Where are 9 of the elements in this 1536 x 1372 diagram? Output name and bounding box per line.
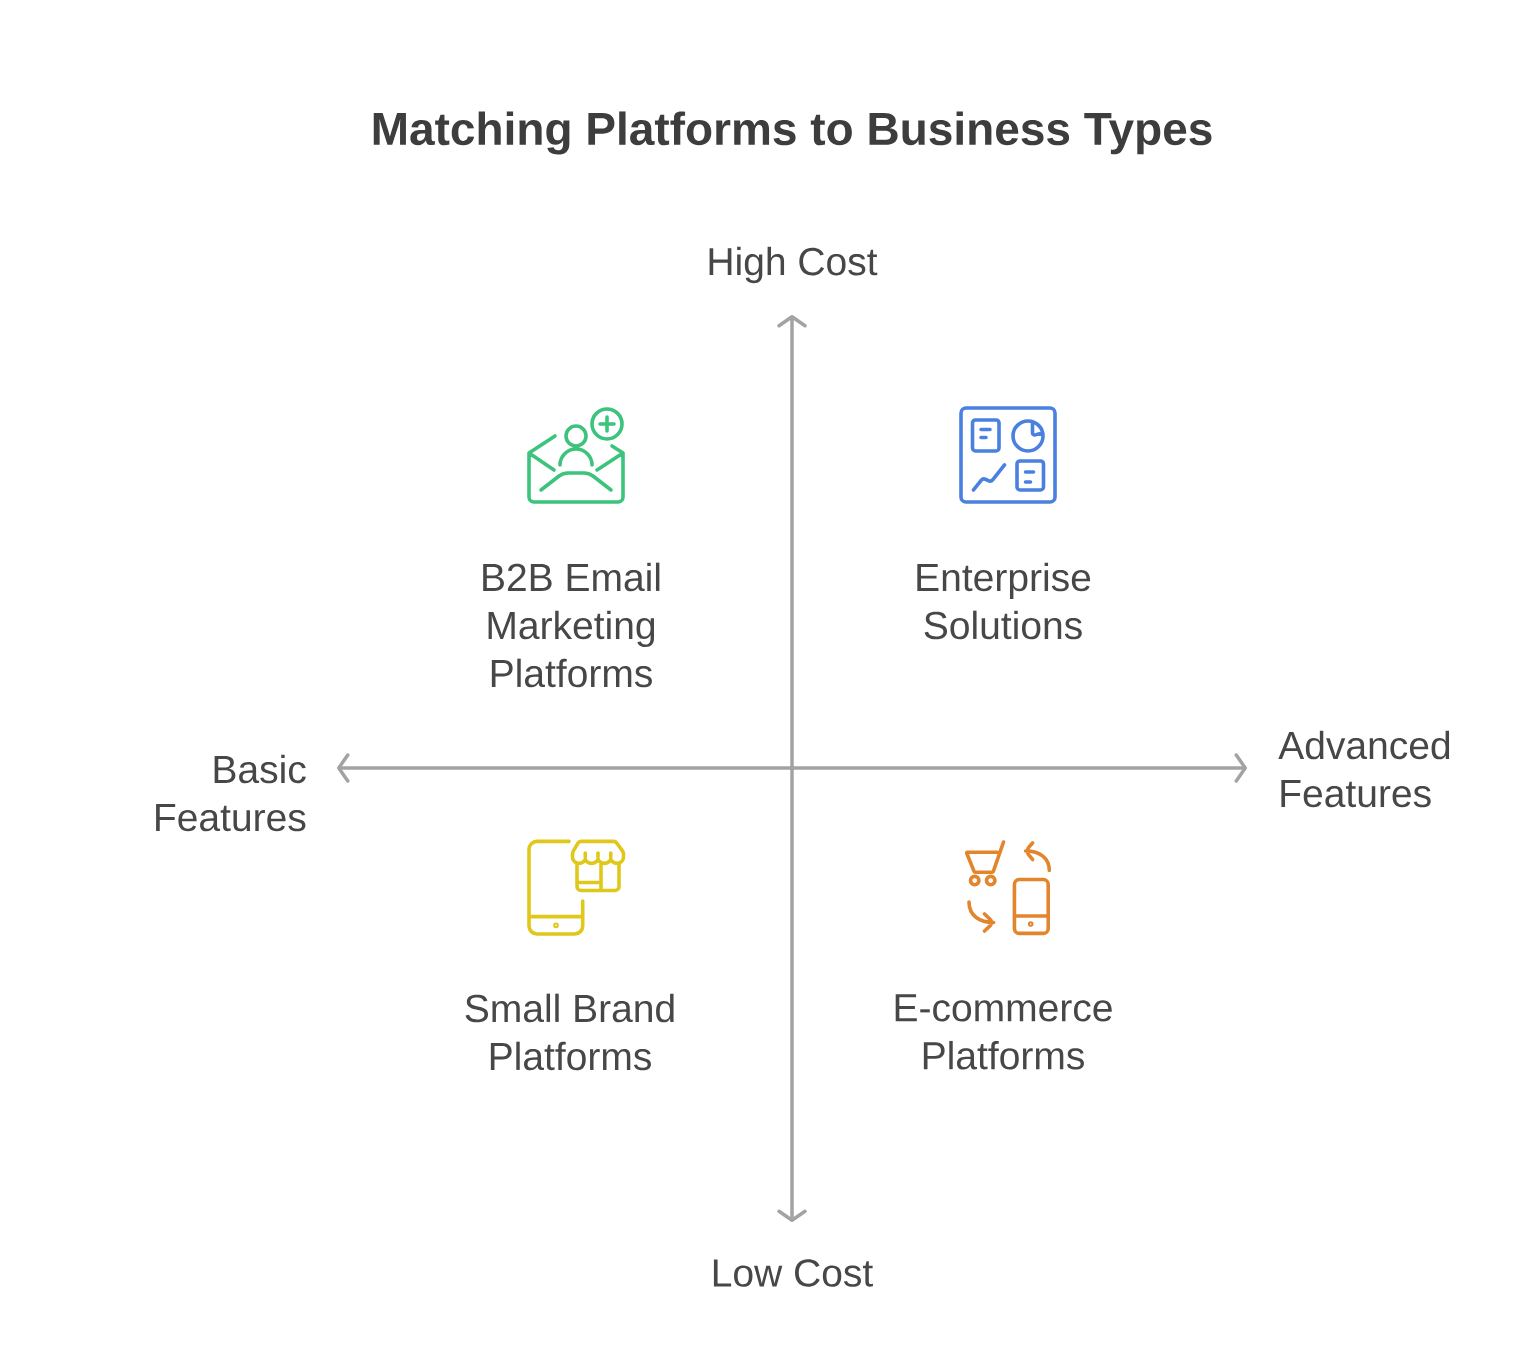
- title: Matching Platforms to Business Types: [373, 111, 1212, 155]
- axis-label: Low Cost: [713, 1259, 873, 1287]
- quadrant-label: B2B Email Marketing Platforms: [483, 562, 660, 688]
- quadrant-label: E-commerce Platforms: [895, 994, 1112, 1070]
- quadrant-label: Small Brand Platforms: [465, 993, 674, 1071]
- quadrant-label: Enterprise Solutions: [917, 562, 1091, 640]
- axis-label: Advanced Features: [1278, 730, 1450, 808]
- axis-label: High Cost: [709, 246, 878, 284]
- axis-label: Basic Features: [156, 754, 306, 832]
